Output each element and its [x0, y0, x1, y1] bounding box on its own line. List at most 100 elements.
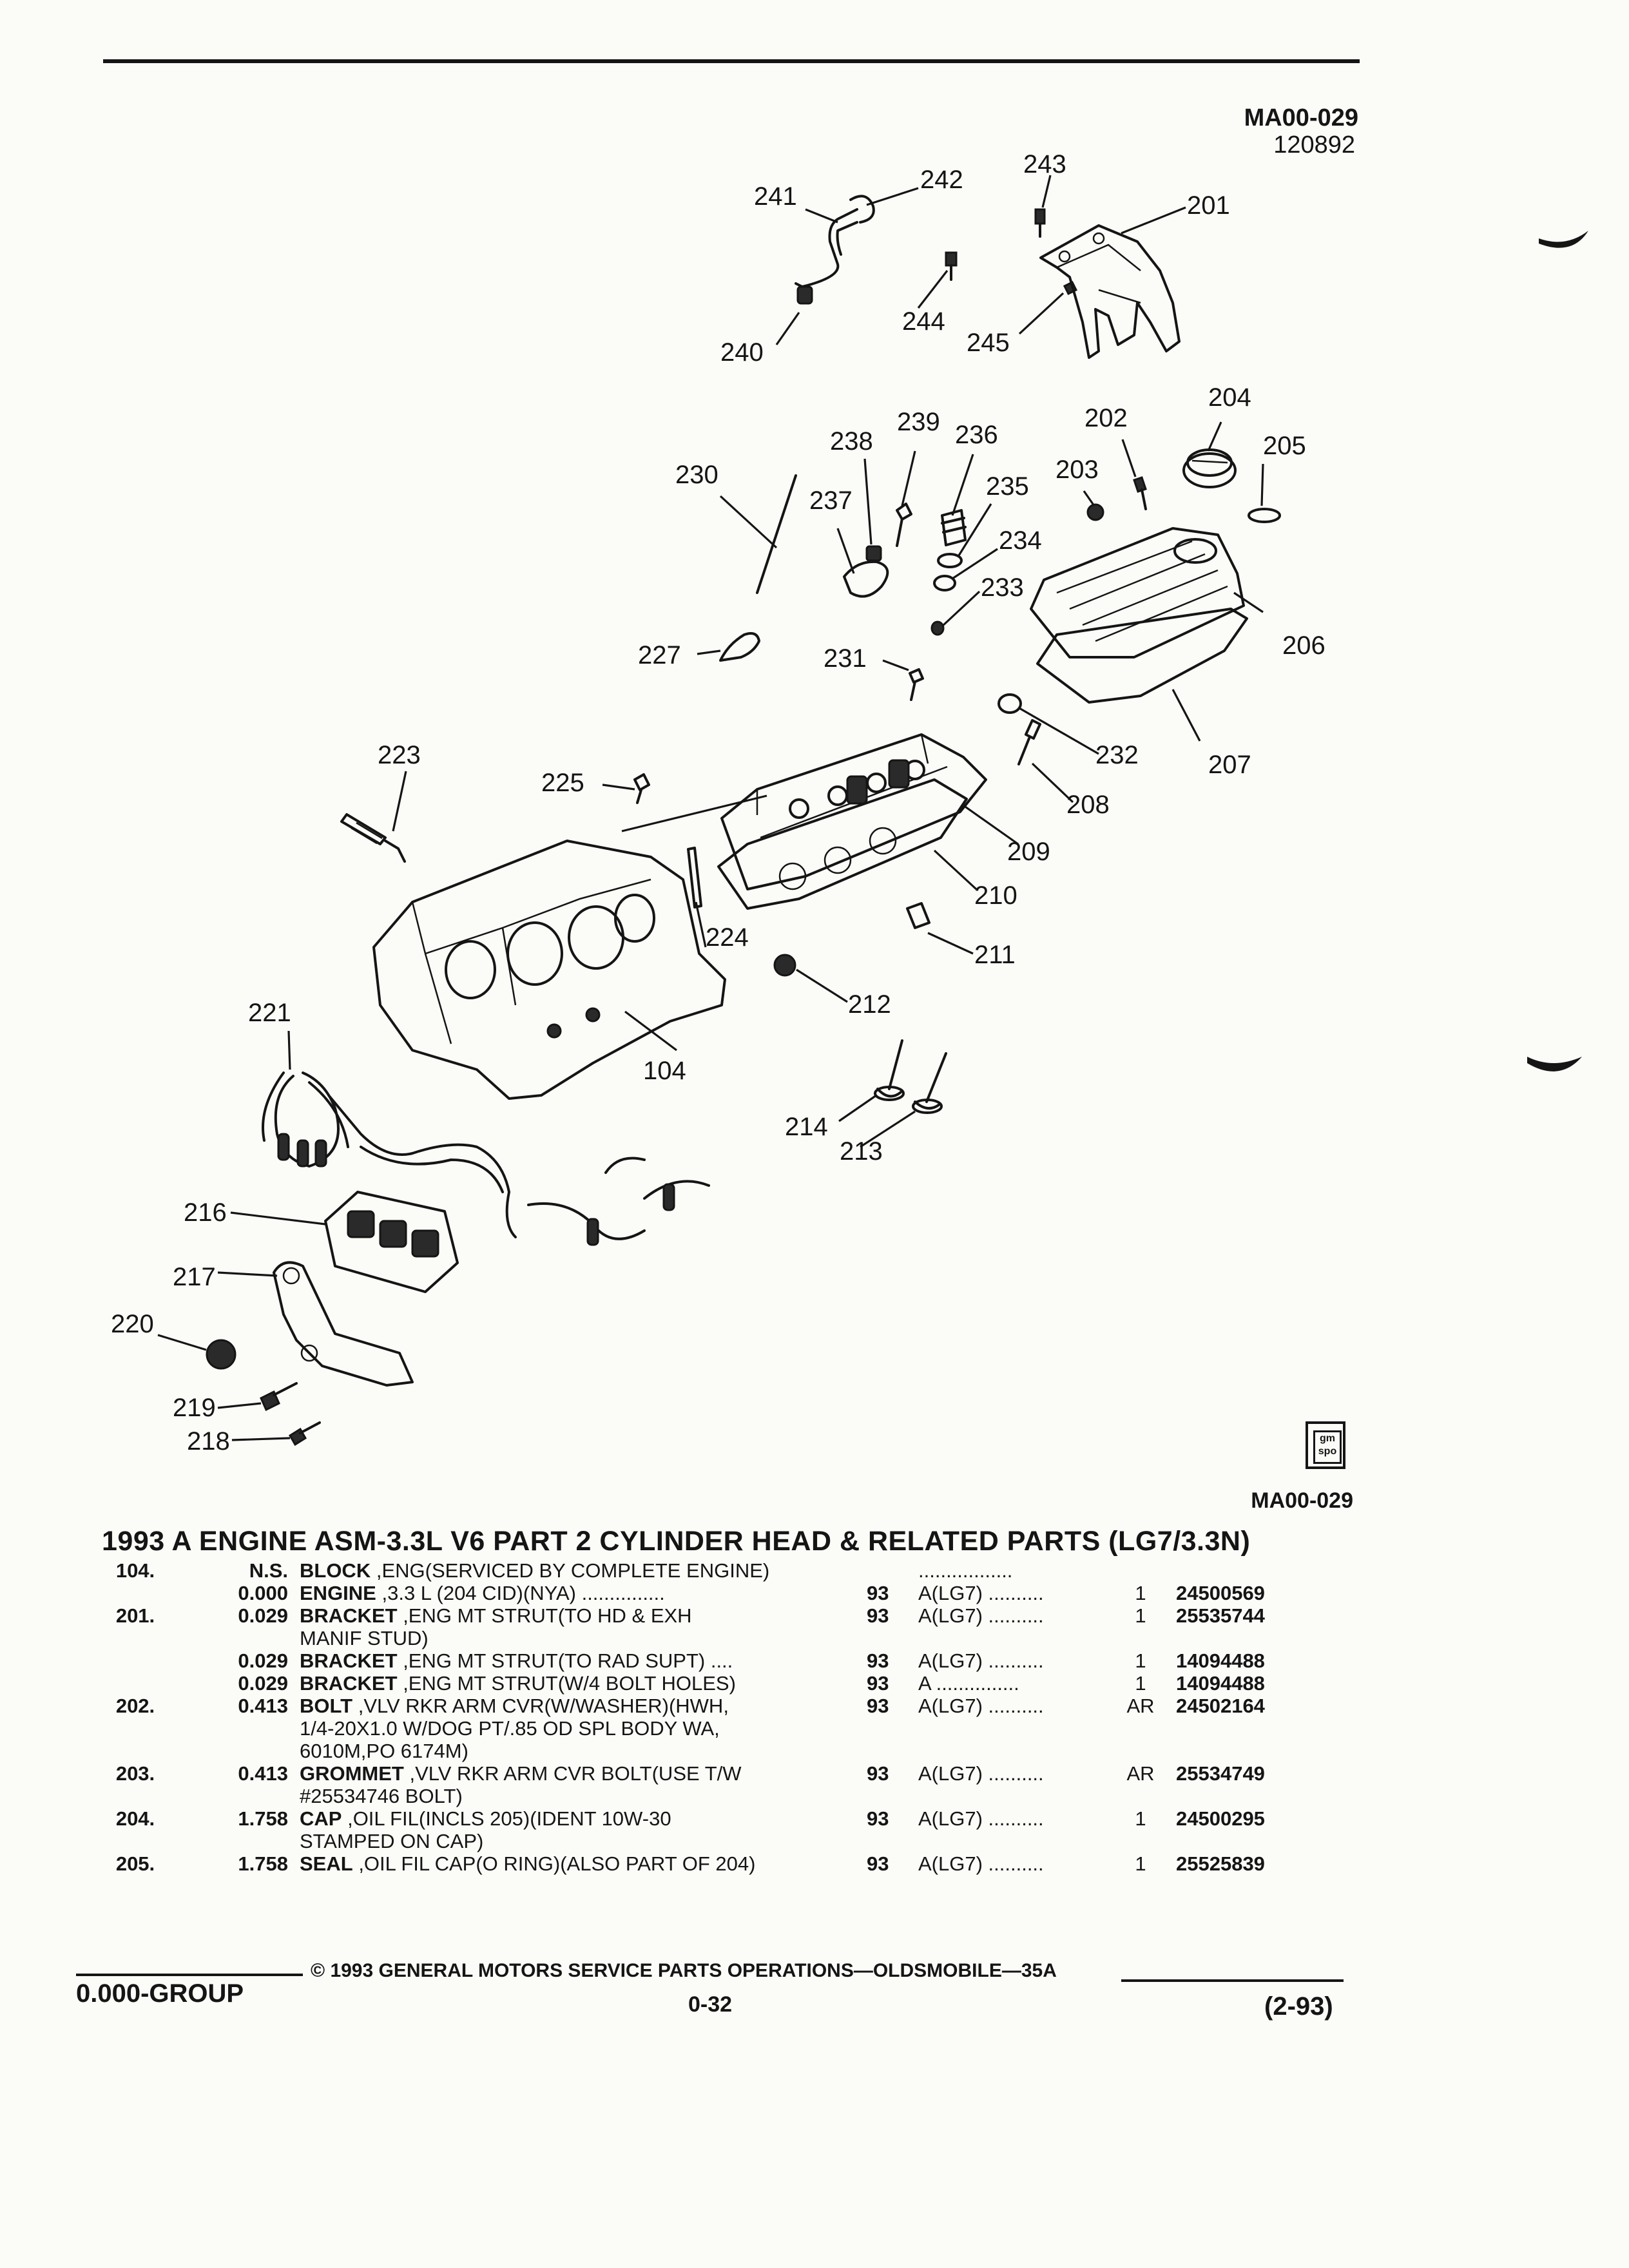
part-ref — [71, 1582, 200, 1604]
part-year: 93 — [867, 1762, 889, 1785]
part-ref — [71, 1649, 200, 1672]
part-desc: ,ENG MT STRUT(W/4 BOLT HOLES) — [403, 1672, 736, 1695]
callout-216: 216 — [184, 1198, 227, 1227]
head-gasket-210 — [717, 778, 968, 910]
part-row: 201. 0.029 BRACKET ,ENG MT STRUT(TO HD &… — [71, 1604, 1360, 1649]
coil-pack-216 — [324, 1191, 459, 1293]
callout-245: 245 — [967, 329, 1010, 357]
cylinder-head-209 — [720, 733, 987, 890]
part-number: 24500569 — [1176, 1582, 1265, 1604]
part-row: 0.000 ENGINE ,3.3 L (204 CID)(NYA) .....… — [71, 1582, 1360, 1604]
bracket-217 — [273, 1261, 414, 1387]
callout-223: 223 — [378, 741, 421, 769]
part-number: 25534749 — [1176, 1762, 1265, 1785]
callout-233: 233 — [981, 573, 1024, 602]
part-desc: ,OIL FIL CAP(O RING)(ALSO PART OF 204) — [358, 1852, 756, 1875]
part-year — [867, 1559, 918, 1582]
part-name: ENGINE — [300, 1582, 376, 1604]
callout-210: 210 — [974, 881, 1017, 910]
callout-202: 202 — [1084, 404, 1128, 432]
valve-214 — [876, 1039, 903, 1098]
bolt-244 — [945, 251, 958, 267]
callout-230: 230 — [675, 461, 718, 489]
part-description: BOLT ,VLV RKR ARM CVR(W/WASHER)(HWH,1/4-… — [300, 1695, 867, 1762]
callout-218: 218 — [187, 1427, 230, 1456]
callout-217: 217 — [173, 1263, 216, 1291]
exploded-parts-diagram: 241 242 243 201 240 244 245 204 205 202 … — [111, 150, 1588, 1456]
part-desc: ,VLV RKR ARM CVR BOLT(USE T/W — [409, 1762, 742, 1785]
callout-238: 238 — [830, 427, 873, 456]
part-year: 93 — [867, 1695, 889, 1717]
callout-240: 240 — [720, 338, 764, 367]
part-row: 202. 0.413 BOLT ,VLV RKR ARM CVR(W/WASHE… — [71, 1695, 1360, 1762]
part-qty: AR — [1126, 1695, 1155, 1717]
callout-236: 236 — [955, 421, 998, 449]
part-number: 24500295 — [1176, 1807, 1265, 1830]
nut-240 — [796, 285, 813, 305]
part-group: 0.413 — [238, 1762, 288, 1785]
part-row: 204. 1.758 CAP ,OIL FIL(INCLS 205)(IDENT… — [71, 1807, 1360, 1852]
engine-block-104 — [372, 840, 726, 1100]
callout-203: 203 — [1055, 456, 1099, 484]
part-year: 93 — [867, 1672, 889, 1695]
part-number: 25525839 — [1176, 1852, 1265, 1875]
part-row: 0.029 BRACKET ,ENG MT STRUT(TO RAD SUPT)… — [71, 1649, 1360, 1672]
copyright-line: © 1993 GENERAL MOTORS SERVICE PARTS OPER… — [311, 1960, 1057, 1981]
valve-cover-206 — [1030, 527, 1245, 658]
part-ref: 204. — [115, 1807, 155, 1830]
part-number: 25535744 — [1176, 1604, 1265, 1627]
part-ref: 203. — [115, 1762, 155, 1785]
bolt-208 — [1017, 719, 1041, 765]
part-desc-cont: MANIF STUD) — [300, 1627, 429, 1649]
bolt-231 — [909, 668, 924, 701]
callout-220: 220 — [111, 1310, 154, 1338]
plug-211 — [906, 902, 930, 929]
callout-235: 235 — [986, 472, 1029, 501]
part-ref: 205. — [115, 1852, 155, 1875]
illustration-code-footer: MA00-029 — [1251, 1488, 1353, 1513]
part-usage: A ............... — [918, 1672, 1019, 1695]
part-qty: 1 — [1135, 1852, 1146, 1875]
dowel-224 — [687, 847, 702, 908]
part-desc-cont: STAMPED ON CAP) — [300, 1830, 484, 1852]
part-ref: 104. — [115, 1559, 155, 1582]
callout-208: 208 — [1066, 791, 1110, 819]
callout-204: 204 — [1208, 383, 1251, 412]
part-row: 205. 1.758 SEAL ,OIL FIL CAP(O RING)(ALS… — [71, 1852, 1360, 1875]
part-qty: 1 — [1135, 1604, 1146, 1627]
callout-243: 243 — [1023, 150, 1066, 178]
footer-page-number: 0-32 — [688, 1992, 733, 2017]
part-ref: 201. — [115, 1604, 155, 1627]
callout-212: 212 — [848, 990, 891, 1019]
part-name: CAP — [300, 1807, 342, 1830]
bolt-225 — [633, 773, 650, 804]
fitting-242 — [849, 195, 875, 224]
part-usage: A(LG7) .......... — [918, 1807, 1044, 1830]
part-group: 0.029 — [238, 1672, 288, 1695]
part-description: GROMMET ,VLV RKR ARM CVR BOLT(USE T/W#25… — [300, 1762, 867, 1807]
callout-207: 207 — [1208, 751, 1251, 779]
bolt-239 — [896, 503, 912, 547]
part-description: ENGINE ,3.3 L (204 CID)(NYA) ...........… — [300, 1582, 867, 1604]
callout-244: 244 — [902, 307, 945, 336]
grommet-203 — [1086, 503, 1104, 521]
part-desc: ,3.3 L (204 CID)(NYA) ............... — [381, 1582, 665, 1604]
seal-233 — [930, 620, 945, 636]
part-group: 1.758 — [238, 1807, 288, 1830]
keeper-234 — [933, 575, 956, 591]
rocker-arm-237 — [843, 560, 889, 598]
part-number: 14094488 — [1176, 1649, 1265, 1672]
bolt-202 — [1133, 476, 1147, 493]
spring-236 — [941, 509, 967, 546]
pushrod-230 — [756, 474, 797, 594]
part-qty: AR — [1126, 1762, 1155, 1785]
callout-219: 219 — [173, 1394, 216, 1422]
part-desc-cont: 1/4-20X1.0 W/DOG PT/.85 OD SPL BODY WA, — [300, 1717, 720, 1740]
spark-plug-223 — [340, 813, 406, 863]
callout-242: 242 — [920, 166, 963, 194]
bolt-219 — [260, 1390, 280, 1412]
bolt-243 — [1034, 208, 1046, 225]
part-desc-cont: 6010M,PO 6174M) — [300, 1740, 468, 1762]
gm-spo-logo: gm spo — [1306, 1421, 1345, 1469]
